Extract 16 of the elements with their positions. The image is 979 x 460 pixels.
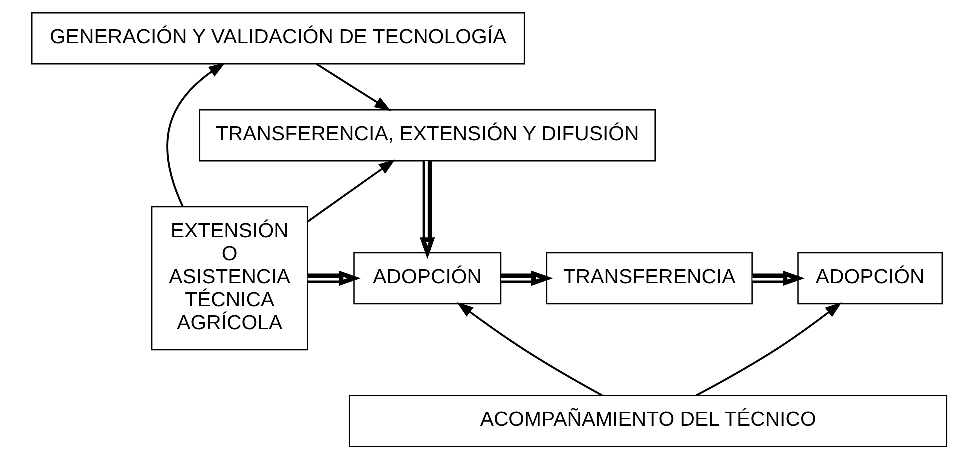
arrow [316, 63, 392, 112]
arrow [420, 161, 436, 260]
node-box: ADOPCIÓN [798, 252, 944, 305]
node-box: TRANSFERENCIA, EXTENSIÓN Y DIFUSIÓN [199, 109, 656, 162]
node-box: TRANSFERENCIA [546, 252, 753, 305]
node-box: GENERACIÓN Y VALIDACIÓN DE TECNOLOGÍA [31, 12, 526, 65]
arrow [307, 160, 396, 223]
arrow [457, 302, 603, 396]
arrow [166, 62, 226, 208]
node-box: ACOMPAÑAMIENTO DEL TÉCNICO [349, 395, 948, 448]
node-box: EXTENSIÓN O ASISTENCIA TÉCNICA AGRÍCOLA [151, 206, 308, 351]
arrow [752, 270, 805, 286]
node-box: ADOPCIÓN [354, 252, 502, 305]
arrow [501, 270, 554, 286]
arrow [696, 302, 842, 396]
arrow [308, 270, 361, 286]
